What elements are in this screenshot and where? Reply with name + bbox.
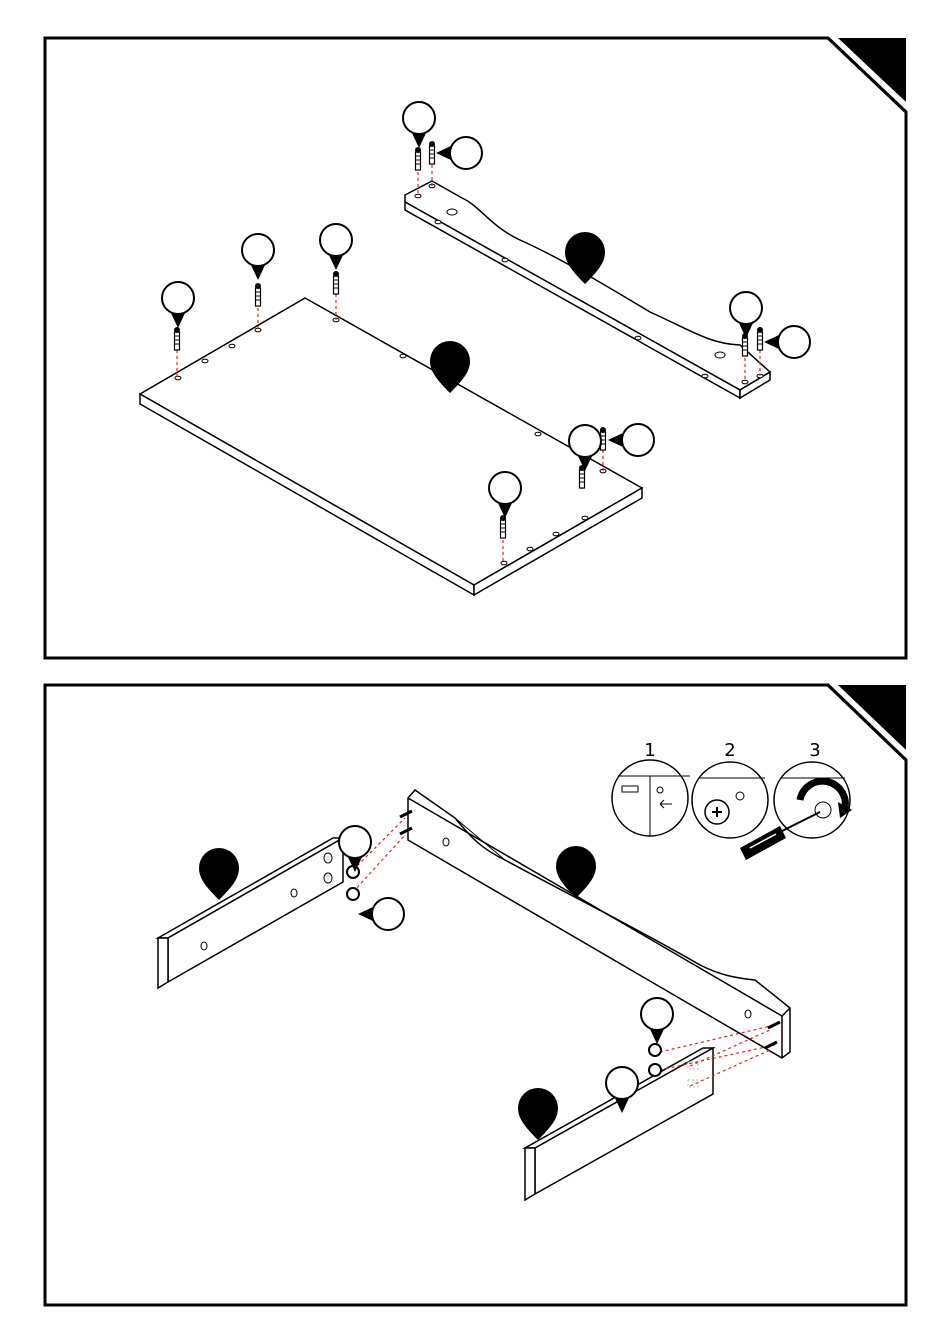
dowel-icon xyxy=(174,327,180,350)
panel-1 xyxy=(45,38,906,658)
dowel-icon xyxy=(742,333,748,356)
dowel-icon xyxy=(333,271,339,294)
detail-step-2-label: 2 xyxy=(724,740,735,761)
detail-step-3-label: 3 xyxy=(809,740,820,761)
dowel-icon xyxy=(255,283,261,306)
detail-step-1-label: 1 xyxy=(644,740,655,761)
cam-bolt-icon xyxy=(757,327,763,350)
cam-bolt-icon xyxy=(429,141,435,164)
panel-2: 1 2 3 xyxy=(45,685,906,1305)
panel-2-frame xyxy=(45,685,906,1305)
dowel-icon xyxy=(500,515,506,538)
dowel-icon xyxy=(415,147,421,170)
